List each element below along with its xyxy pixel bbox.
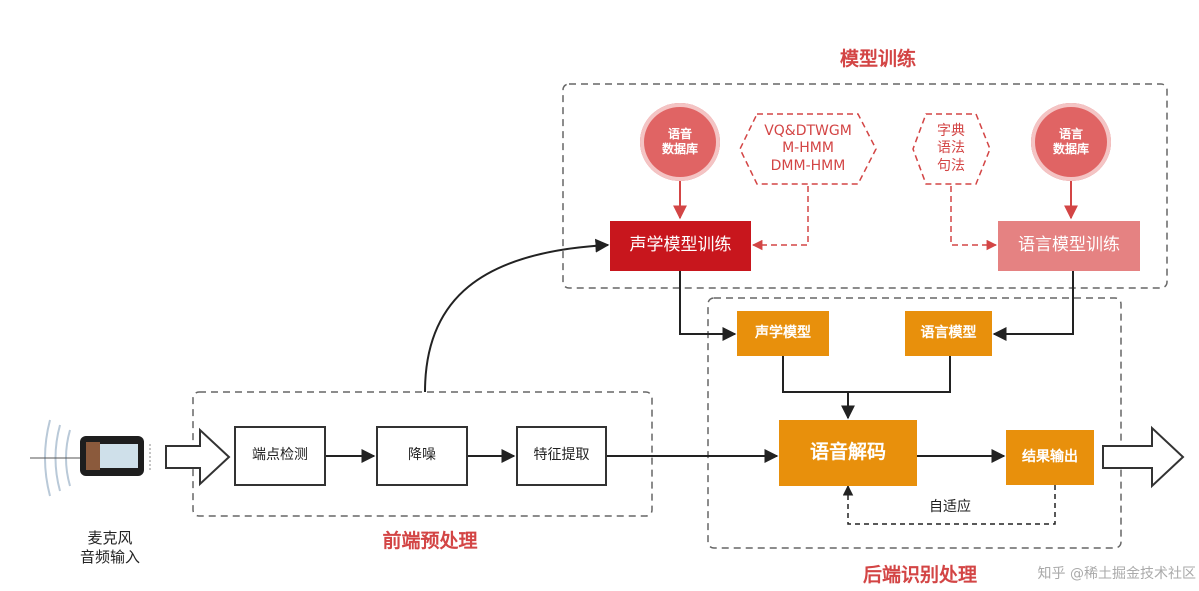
acoustic-model-training-node: 声学模型训练: [610, 221, 751, 271]
backend-frame: [707, 297, 1122, 549]
language-database-line2: 数据库: [1052, 142, 1089, 156]
arrow-adaptive-feedback: [842, 484, 1056, 525]
model-training-title: 模型训练: [839, 48, 916, 71]
arrow-frontend-to-acoustic-training: [424, 238, 610, 393]
speech-decoding-node: 语音解码: [779, 420, 917, 486]
microphone-label-line1: 麦克风: [87, 529, 133, 548]
arrow-algorithms-to-acoustic-training: [751, 186, 809, 251]
output-hollow-arrow: [1102, 425, 1185, 489]
arrow-rules-to-language-training: [950, 186, 998, 251]
speech-database-line2: 数据库: [661, 142, 698, 156]
feature-extraction-node: 特征提取: [516, 426, 607, 486]
endpoint-detection-node: 端点检测: [234, 426, 326, 486]
language-database-circle: 语言 数据库: [1031, 103, 1111, 181]
arrow-language-training-to-model: [992, 271, 1074, 341]
arrow-acoustic-training-to-model: [679, 271, 737, 341]
acoustic-model-node: 声学模型: [737, 311, 829, 356]
adaptive-label: 自适应: [929, 499, 971, 516]
language-database-line1: 语言: [1058, 127, 1083, 141]
frontend-title: 前端预处理: [382, 530, 478, 553]
microphone-label-line2: 音频输入: [79, 548, 140, 566]
rule-syntax: 句法: [937, 157, 965, 174]
speech-database-circle: 语音 数据库: [640, 103, 720, 181]
microphone-caption: 麦克风 音频输入: [60, 526, 160, 570]
algorithm-dmm-hmm: DMM-HMM: [770, 157, 846, 174]
backend-title: 后端识别处理: [862, 564, 977, 587]
language-rule-hexagon: [912, 113, 991, 185]
acoustic-algorithm-labels: VQ&DTWGM M-HMM DMM-HMM: [745, 118, 871, 180]
rule-dictionary: 字典: [937, 122, 965, 139]
speech-database-line1: 语音: [667, 127, 692, 141]
algorithm-m-hmm: M-HMM: [782, 140, 834, 157]
model-training-frame: [562, 83, 1168, 289]
watermark-text: 知乎 @稀土掘金技术社区: [1037, 566, 1196, 583]
result-output-node: 结果输出: [1006, 430, 1094, 485]
connector-models-to-decoding: [782, 356, 951, 393]
acoustic-algorithm-hexagon: [739, 113, 877, 185]
denoise-node: 降噪: [376, 426, 468, 486]
microphone-icon: [30, 419, 151, 497]
language-rule-labels: 字典 语法 句法: [914, 118, 988, 180]
rule-grammar: 语法: [937, 140, 965, 157]
language-model-training-node: 语言模型训练: [998, 221, 1140, 271]
input-hollow-arrow: [165, 427, 231, 487]
algorithm-vq-dtwgm: VQ&DTWGM: [764, 122, 852, 139]
language-model-node: 语言模型: [905, 311, 992, 356]
